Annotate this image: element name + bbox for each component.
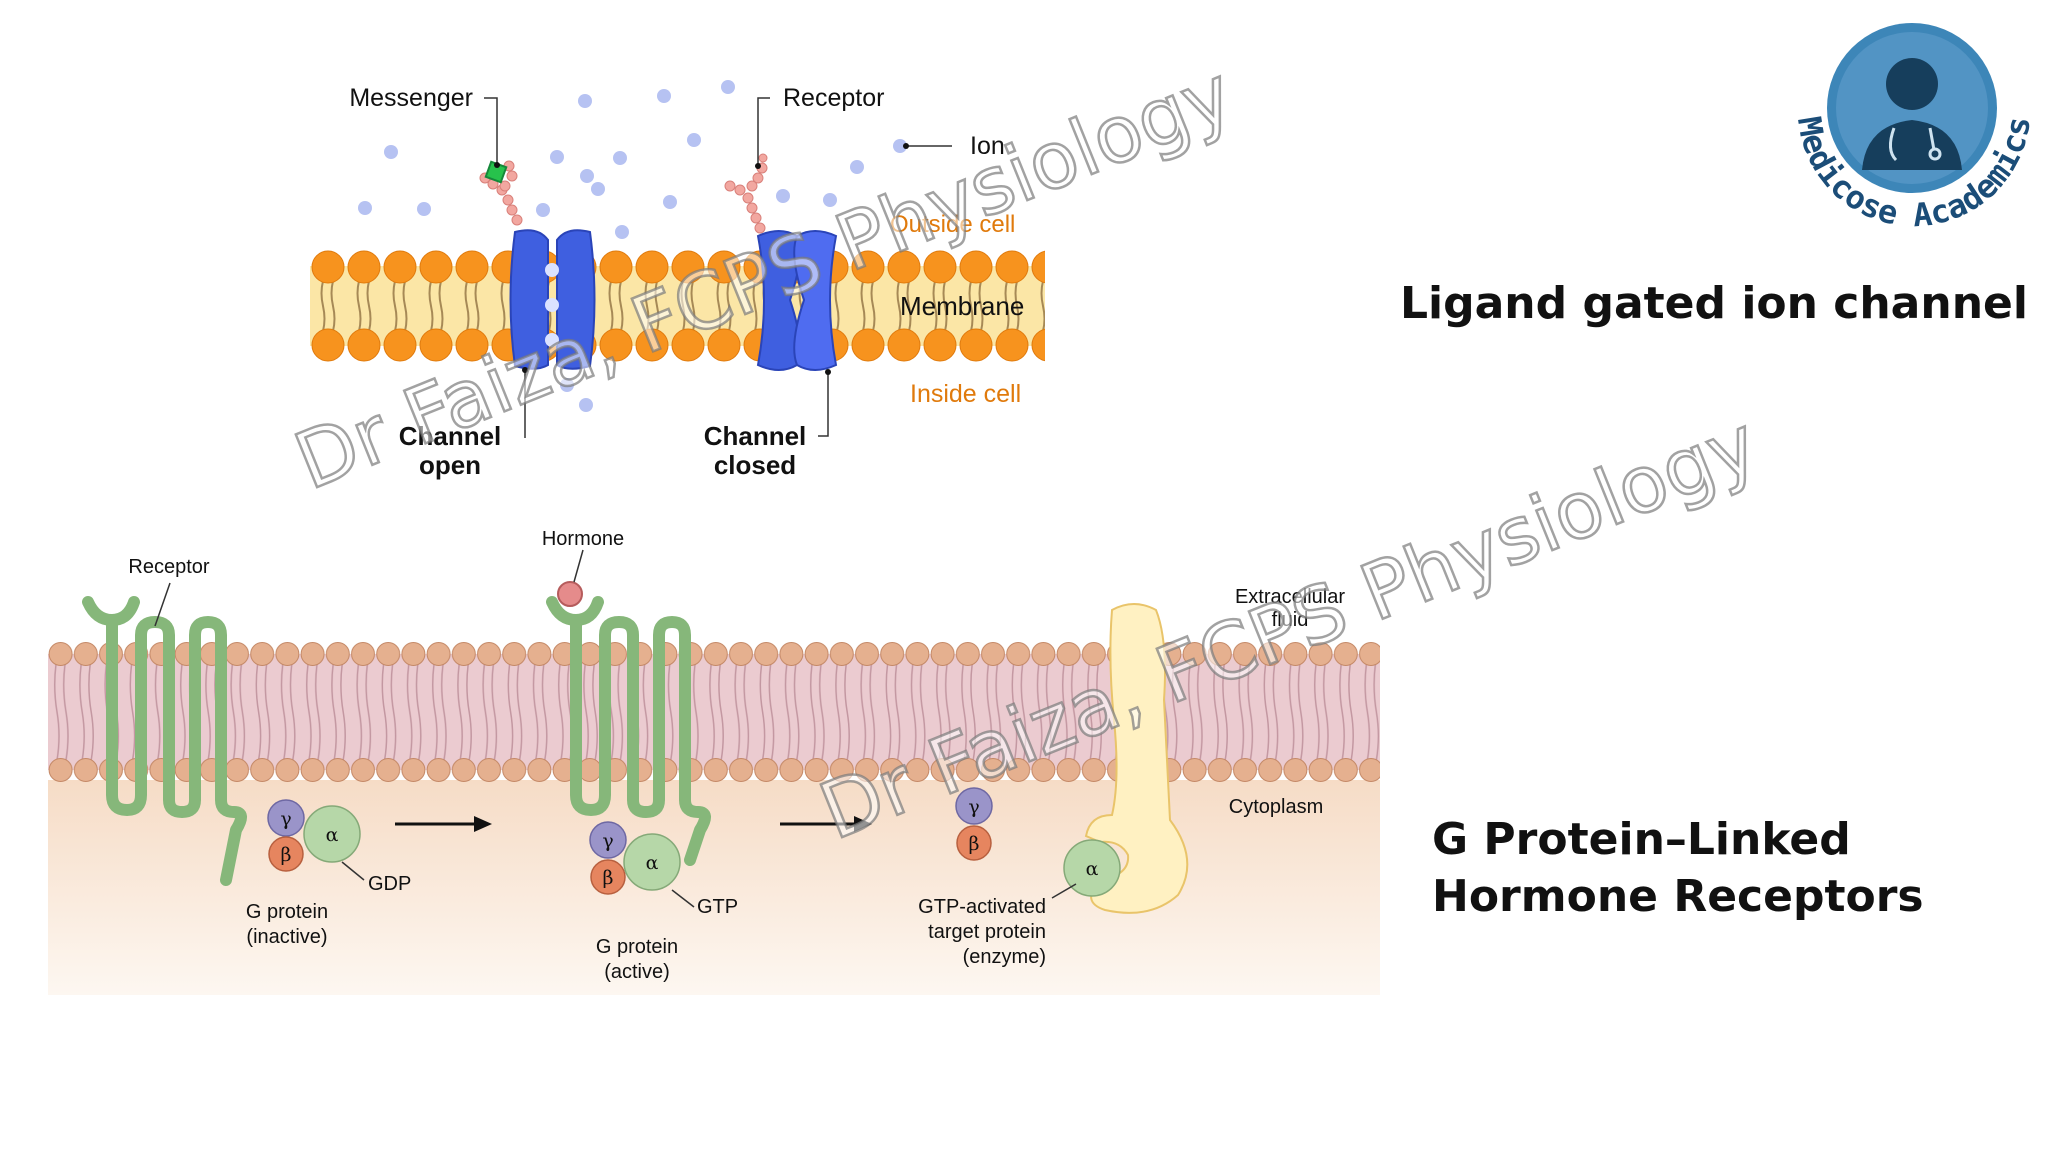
membrane-label: Membrane <box>900 291 1024 321</box>
gdp-label: GDP <box>368 873 411 895</box>
target-protein-label-2: target protein <box>928 921 1046 943</box>
membrane-heads-inner <box>48 756 1380 784</box>
leader-lines <box>484 97 952 438</box>
svg-text:α: α <box>326 824 339 846</box>
hormone-molecule <box>557 581 583 607</box>
lipid-heads-inner <box>310 327 1045 363</box>
inside-cell-label: Inside cell <box>910 380 1021 408</box>
outside-cell-label: Outside cell <box>890 211 1015 238</box>
membrane-heads-outer <box>48 640 1380 668</box>
ligand-gated-channel-diagram: Messenger Receptor Ion Outside cell Memb… <box>310 80 1045 480</box>
process-arrows <box>395 816 872 832</box>
title-gprotein-line2: Hormone Receptors <box>1432 871 1924 922</box>
channel-closed-label-1: Channel <box>704 421 807 451</box>
g-protein-inactive-label-2: (inactive) <box>246 926 327 948</box>
channel-open-label-2: open <box>419 450 481 480</box>
receptor-label-bottom: Receptor <box>128 556 209 578</box>
target-protein-label-3: (enzyme) <box>963 946 1046 968</box>
svg-text:γ: γ <box>968 796 979 818</box>
extracellular-label-2: fluid <box>1272 609 1309 631</box>
membrane-tails <box>48 664 1380 760</box>
receptor-label-top: Receptor <box>783 84 884 112</box>
ion-label: Ion <box>970 132 1005 160</box>
lipid-heads-outer <box>310 249 1045 285</box>
g-protein-active: γ β α <box>589 821 681 895</box>
ion-particles <box>358 80 907 412</box>
receptor-2-active <box>546 596 711 866</box>
g-protein-inactive: γ β α <box>267 799 361 872</box>
lipid-tails <box>310 281 1045 331</box>
g-protein-receptor-diagram: γ β α γ β α γ β α <box>48 528 1380 995</box>
g-protein-active-label-1: G protein <box>596 936 678 958</box>
title-ligand-gated: Ligand gated ion channel <box>1400 278 2028 329</box>
extracellular-label-1: Extracellular <box>1235 586 1345 608</box>
svg-text:β: β <box>281 844 292 866</box>
medicose-academics-logo: Medicose Academics <box>1790 23 2038 230</box>
svg-text:γ: γ <box>280 808 291 830</box>
g-protein-active-label-2: (active) <box>604 961 670 983</box>
svg-text:γ: γ <box>602 830 613 852</box>
gtp-label: GTP <box>697 896 738 918</box>
svg-text:β: β <box>603 867 614 889</box>
g-protein-inactive-label-1: G protein <box>246 901 328 923</box>
receptor-1-inactive <box>82 596 247 886</box>
open-channel <box>509 229 596 370</box>
title-gprotein-line1: G Protein–Linked <box>1432 814 1851 865</box>
channel-closed-label-2: closed <box>714 450 796 480</box>
closed-channel <box>756 230 838 371</box>
svg-text:α: α <box>1086 858 1099 880</box>
svg-text:β: β <box>969 833 980 855</box>
g-leader-lines <box>154 549 1077 908</box>
g-protein-dissociated: γ β α <box>955 787 1121 897</box>
messenger-label: Messenger <box>349 84 473 112</box>
hormone-label: Hormone <box>542 528 624 550</box>
target-protein-label-1: GTP-activated <box>918 896 1046 918</box>
svg-text:α: α <box>646 852 659 874</box>
cytoplasm-label: Cytoplasm <box>1229 796 1323 818</box>
channel-open-label-1: Channel <box>399 421 502 451</box>
